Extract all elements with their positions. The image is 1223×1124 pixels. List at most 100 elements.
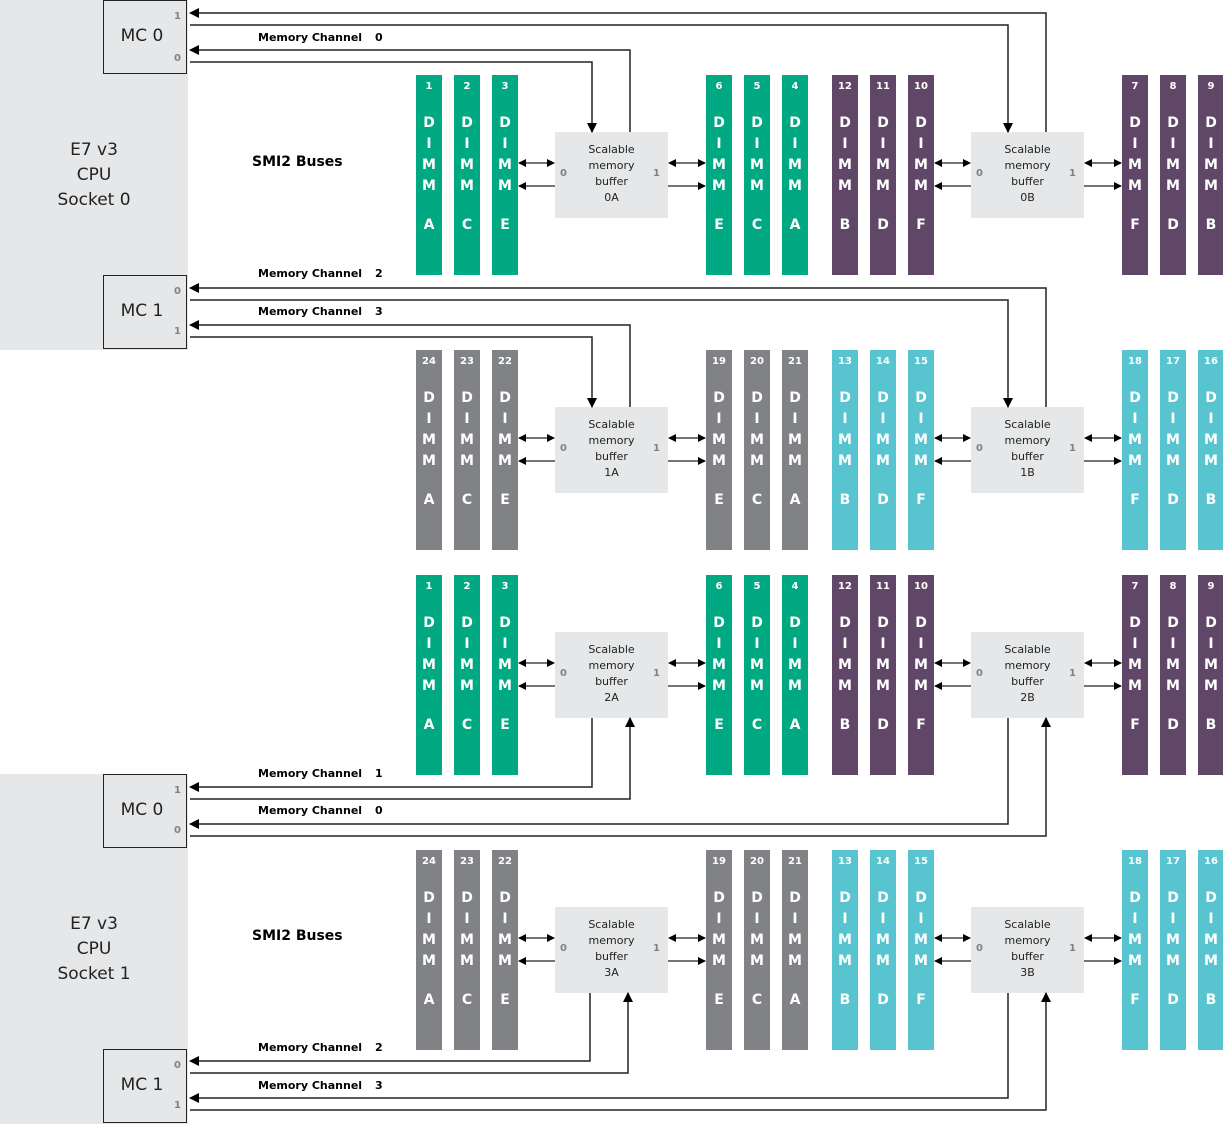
dimm-slot-letter: E [500, 217, 510, 233]
dimm-number: 24 [422, 856, 436, 867]
dimm-number: 7 [1131, 581, 1139, 592]
dimm-number: 24 [422, 356, 436, 367]
dimm-number: 23 [460, 356, 474, 367]
dimm-slot-letter: E [500, 717, 510, 733]
memory-channel-number: 3 [375, 1079, 383, 1092]
buffer-port: 0 [560, 943, 567, 954]
dimm-slot-letter: D [1167, 992, 1179, 1008]
memory-channel-number: 1 [375, 767, 383, 780]
dimm-number: 21 [788, 356, 802, 367]
buffer-port: 0 [976, 443, 983, 454]
dimm-number: 12 [838, 81, 852, 92]
cpu-type: CPU [76, 165, 112, 185]
memory-controller-s1-mc1: MC 1 0 1 [103, 1049, 187, 1123]
dimm-slot-letter: B [839, 217, 851, 233]
dimm-slot-letter: F [1130, 217, 1140, 233]
wire-s1-mc1-port1-to-3B [189, 993, 1009, 1103]
buffer-port: 0 [976, 168, 983, 179]
dimm-number: 1 [425, 81, 433, 92]
wire-s1-mc0-port1-to-2A-b [190, 717, 635, 800]
dimm-slot-letter: D [1167, 717, 1179, 733]
dimm-number: 3 [501, 581, 509, 592]
dimm-slot-letter: E [500, 492, 510, 508]
dimm-slot-letter: C [751, 492, 763, 508]
dimm-number: 14 [876, 856, 890, 867]
dimm-number: 7 [1131, 81, 1139, 92]
dimm-number: 19 [712, 856, 726, 867]
buffer-port: 1 [653, 943, 660, 954]
cpu-socket-0-label: E7 v3 CPU Socket 0 [0, 138, 188, 213]
mc-label: MC 1 [120, 1075, 164, 1095]
dimm-slot-letter: C [751, 992, 763, 1008]
buffer-port: 1 [653, 168, 660, 179]
cpu-socket-1-label: E7 v3 CPU Socket 1 [0, 912, 188, 987]
buffer-port: 1 [1069, 443, 1076, 454]
dimm-slot-letter: A [789, 717, 801, 733]
dimm-slot-letter: B [1205, 492, 1217, 508]
dimm-slot-letter: A [423, 717, 435, 733]
memory-controller-s1-mc0: MC 0 1 0 [103, 774, 187, 848]
dimm-number: 23 [460, 856, 474, 867]
buffer-port: 1 [1069, 168, 1076, 179]
dimm-slot-letter: F [1130, 717, 1140, 733]
memory-channel-number: 3 [375, 305, 383, 318]
dimm-number: 6 [715, 81, 723, 92]
smi2-buses-label: SMI2 Buses [252, 928, 343, 944]
dimm-number: 13 [838, 856, 852, 867]
buffer-port: 1 [653, 443, 660, 454]
buffer-port: 0 [560, 443, 567, 454]
dimm-number: 22 [498, 856, 512, 867]
dimm-number: 22 [498, 356, 512, 367]
wire-s1-mc1-port0-to-3A [189, 993, 591, 1066]
memory-channel-number: 2 [375, 1041, 383, 1054]
memory-channel-number: 0 [375, 804, 383, 817]
dimm-slot-letter: C [461, 217, 473, 233]
mc-port: 0 [174, 286, 181, 297]
memory-channel-label: Memory Channel [258, 1041, 363, 1054]
dimm-number: 10 [914, 81, 928, 92]
buffer-port: 1 [1069, 943, 1076, 954]
dimm-slot-letter: F [916, 992, 926, 1008]
dimm-slot-letter: C [461, 492, 473, 508]
smi2-buses-label: SMI2 Buses [252, 154, 343, 170]
dimm-number: 9 [1207, 581, 1215, 592]
dimm-slot-letter: C [461, 992, 473, 1008]
dimm-number: 5 [753, 581, 761, 592]
dimm-number: 1 [425, 581, 433, 592]
